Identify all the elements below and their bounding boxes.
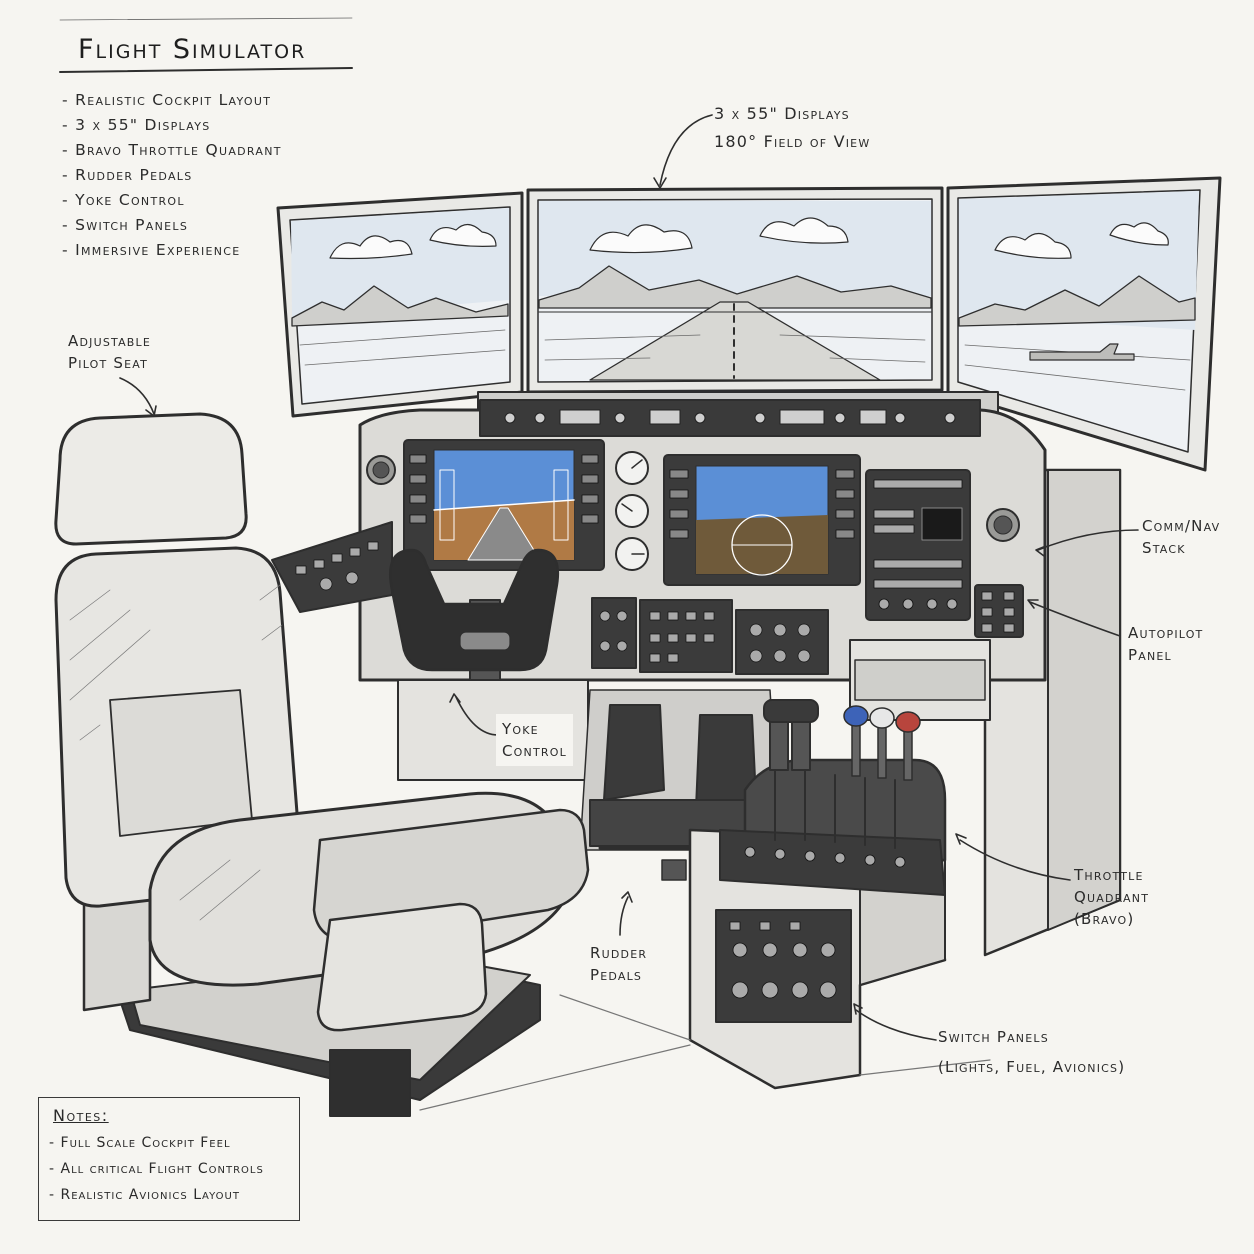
callout-throttle: Throttle Quadrant (Bravo) — [1074, 864, 1149, 930]
callout-line: Panel — [1128, 646, 1172, 664]
callout-line: 180° Field of View — [714, 132, 871, 151]
callout-line: Adjustable — [68, 332, 152, 350]
callout-line: (Lights, Fuel, Avionics) — [938, 1058, 1126, 1076]
callout-line: Throttle — [1074, 866, 1144, 884]
callout-autopilot: Autopilot Panel — [1128, 622, 1203, 666]
callout-line: Yoke — [502, 720, 539, 738]
callout-line: Rudder — [590, 944, 648, 962]
notes-item: All critical Flight Controls — [49, 1156, 264, 1182]
page-title: Flight Simulator — [78, 34, 307, 65]
feature-item: Switch Panels — [62, 213, 282, 238]
callout-displays: 3 x 55" Displays 180° Field of View — [714, 100, 870, 156]
callout-line: 3 x 55" Displays — [714, 104, 850, 123]
callout-line: (Bravo) — [1074, 910, 1135, 928]
notes-title: Notes: — [53, 1106, 109, 1125]
feature-item: Yoke Control — [62, 188, 282, 213]
throttle-art — [688, 699, 947, 1090]
callout-line: Pilot Seat — [68, 354, 149, 372]
callout-line: Switch Panels — [938, 1028, 1049, 1046]
feature-item: 3 x 55" Displays — [62, 113, 282, 138]
rudder-pedals-art — [579, 689, 781, 881]
callout-arrows — [119, 114, 1139, 1041]
callout-seat: Adjustable Pilot Seat — [68, 330, 151, 374]
callout-rudder: Rudder Pedals — [590, 942, 647, 986]
callout-line: Comm/Nav — [1142, 517, 1221, 535]
notes-item: Full Scale Cockpit Feel — [49, 1130, 264, 1156]
notes-box: Notes: Full Scale Cockpit Feel All criti… — [38, 1097, 300, 1221]
notes-list: Full Scale Cockpit Feel All critical Fli… — [49, 1130, 264, 1208]
feature-item: Rudder Pedals — [62, 163, 282, 188]
callout-line: Quadrant — [1074, 888, 1150, 906]
callout-line: Control — [502, 742, 567, 760]
callout-yoke: Yoke Control — [496, 714, 573, 766]
callout-switch-panels: Switch Panels (Lights, Fuel, Avionics) — [938, 1022, 1125, 1082]
feature-item: Realistic Cockpit Layout — [62, 88, 282, 113]
callout-line: Autopilot — [1128, 624, 1204, 642]
feature-list: Realistic Cockpit Layout 3 x 55" Display… — [62, 88, 282, 263]
triple-displays — [276, 176, 1222, 472]
callout-comm-nav: Comm/Nav Stack — [1142, 515, 1220, 559]
feature-item: Immersive Experience — [62, 238, 282, 263]
notes-item: Realistic Avionics Layout — [49, 1182, 264, 1208]
yoke-art — [389, 548, 560, 681]
feature-item: Bravo Throttle Quadrant — [62, 138, 282, 163]
pilot-seat-art — [54, 412, 590, 1117]
callout-line: Pedals — [590, 966, 643, 984]
callout-line: Stack — [1142, 539, 1186, 557]
instrument-panel — [271, 399, 1122, 957]
